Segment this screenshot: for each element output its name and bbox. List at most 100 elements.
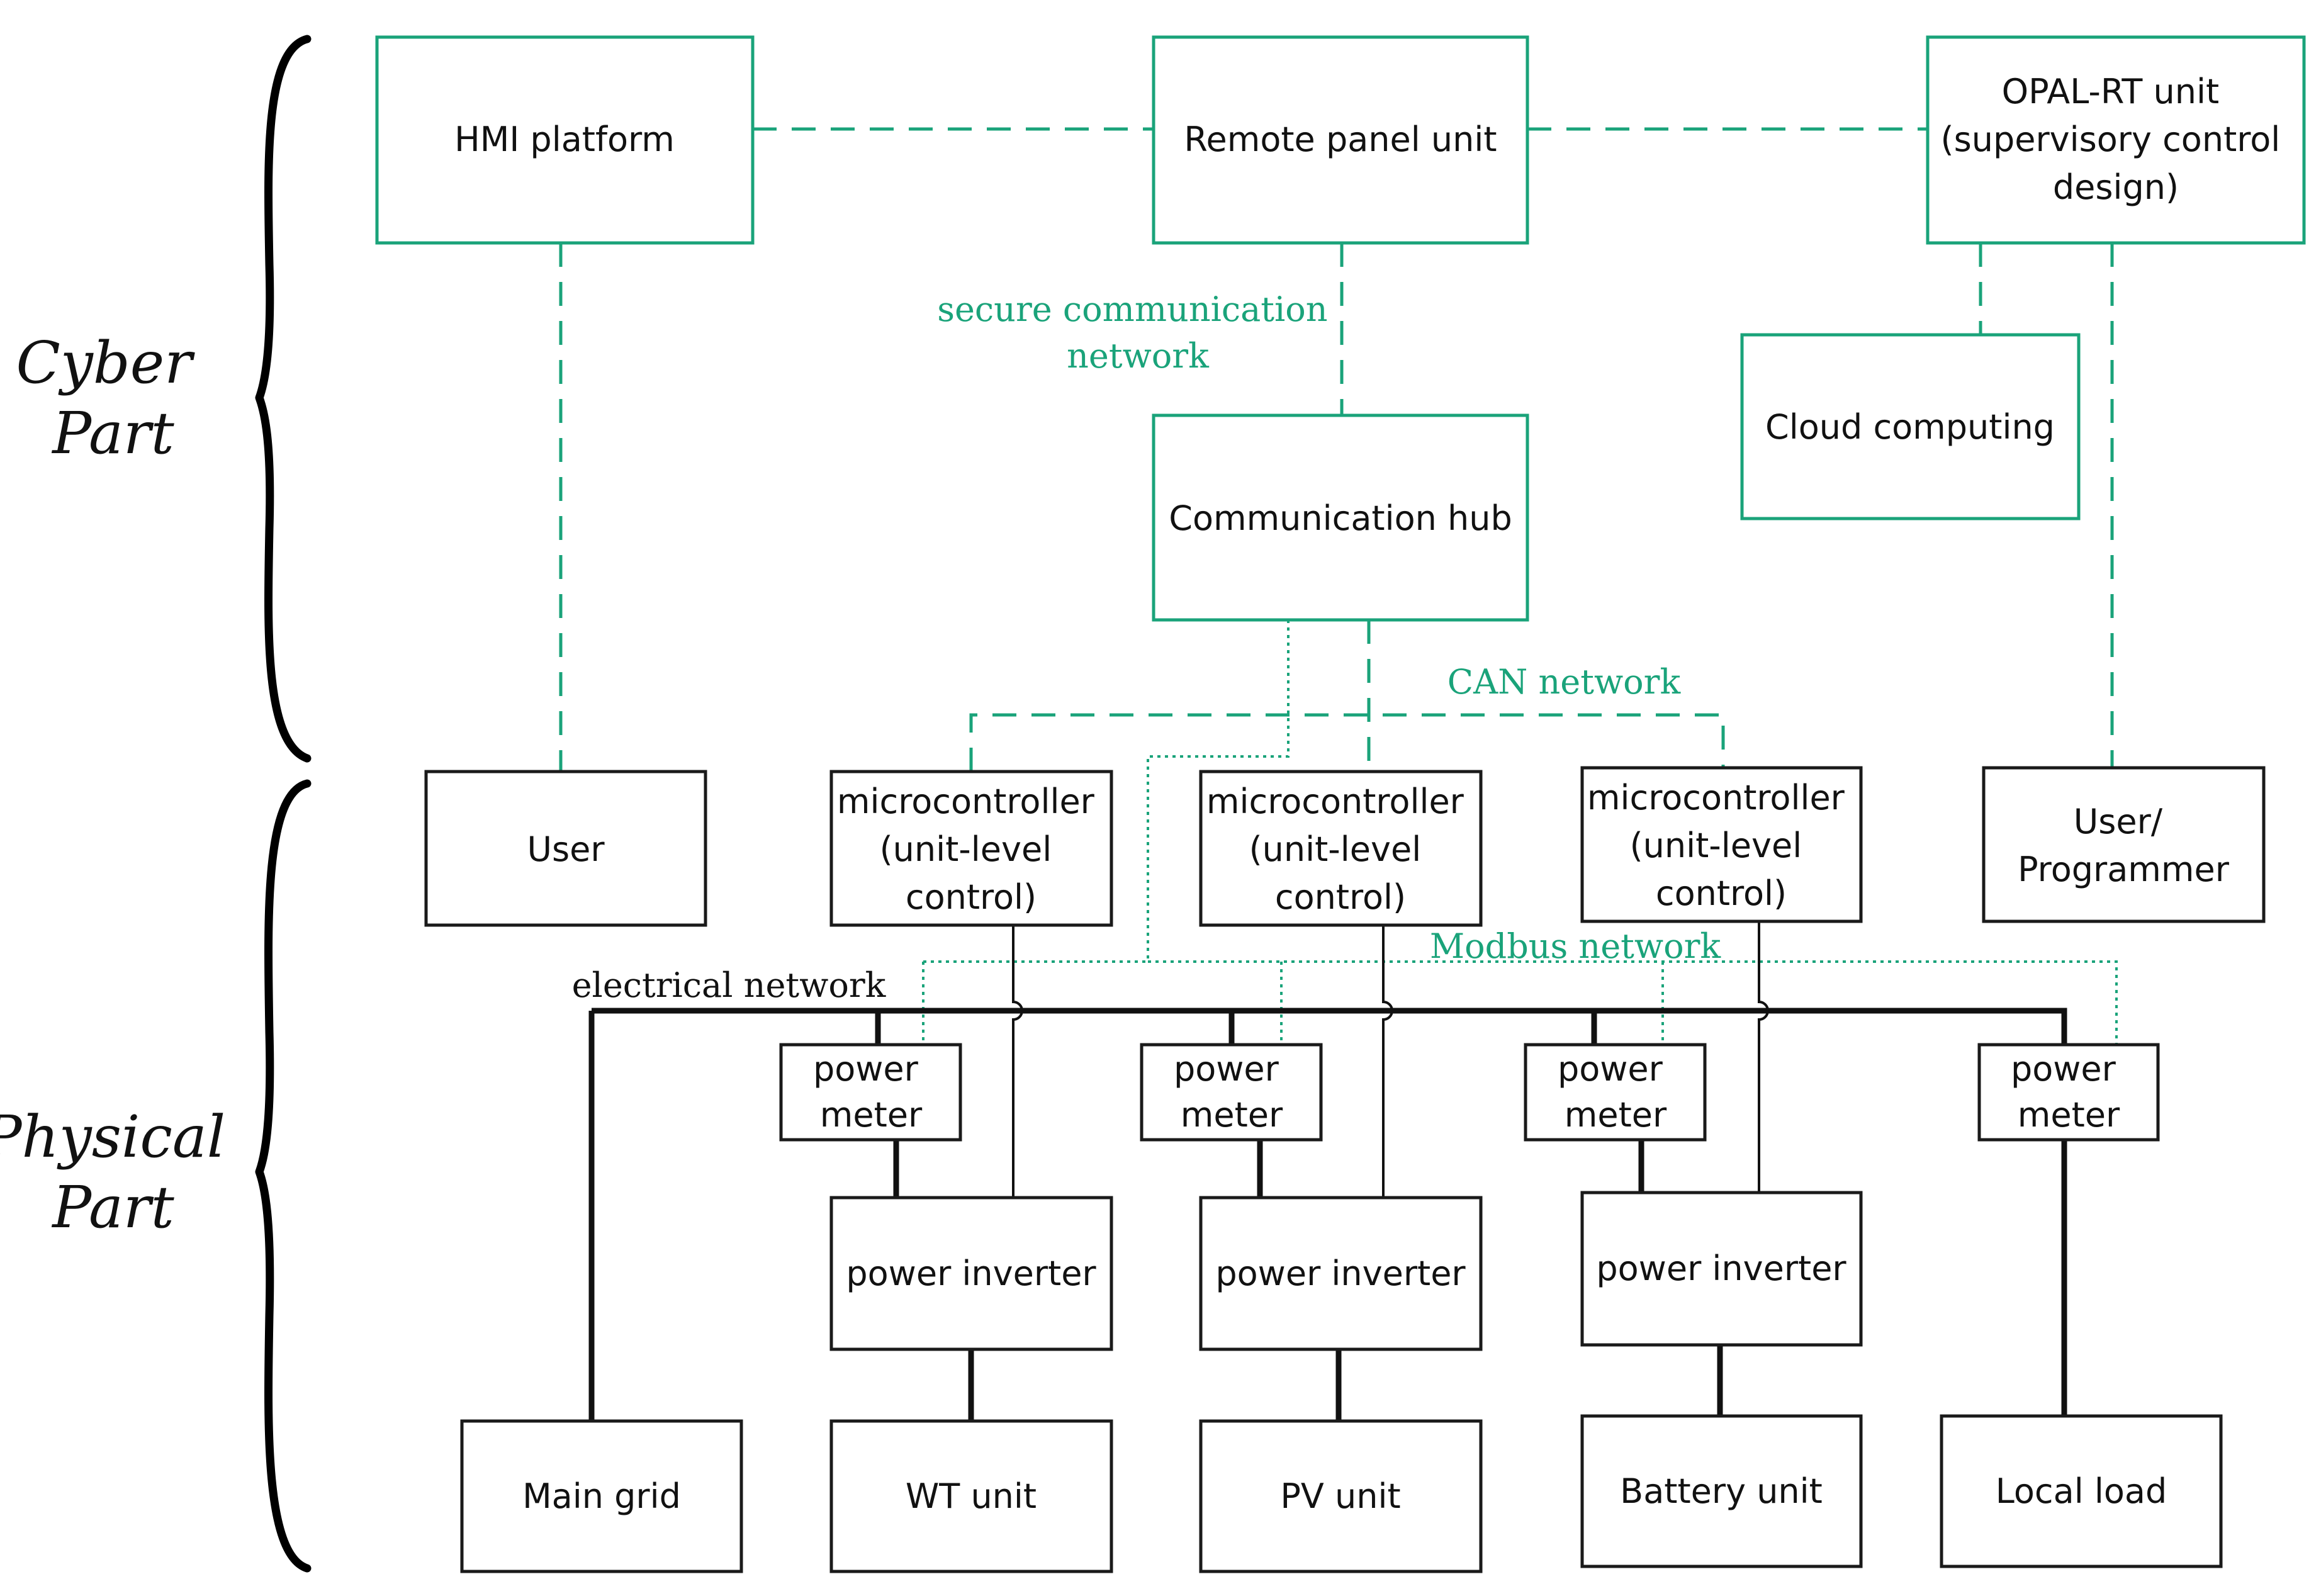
- svg-text:power inverter: power inverter: [846, 1254, 1096, 1293]
- microcontroller-label-line: (unit-level: [1630, 826, 1802, 865]
- svg-text:HMI platform: HMI platform: [454, 120, 675, 159]
- user-box: User: [424, 770, 707, 927]
- cloud-computing-box: Cloud computing: [1740, 333, 2081, 520]
- power-inverter-label: power inverter: [1596, 1249, 1846, 1288]
- wt-unit-box: WT unit: [829, 1419, 1113, 1573]
- opal-rt-label-line: design): [2053, 167, 2179, 207]
- power-meter-label-line: power: [1558, 1049, 1663, 1089]
- svg-text:OPAL-RT unit (supervisor: OPAL-RT unit (supervisory control design…: [1941, 72, 2291, 207]
- local-load-box: Local load: [1940, 1414, 2223, 1568]
- microcontroller-label-line: (unit-level: [1249, 829, 1422, 869]
- svg-text:User: User: [527, 829, 605, 869]
- communication-hub-box: Communication hub: [1152, 413, 1529, 622]
- wt-unit-label: WT unit: [906, 1476, 1037, 1516]
- svg-text:power meter: power meter: [813, 1049, 929, 1135]
- user-programmer-label-line: User/: [2074, 802, 2163, 841]
- power-meter-label-line: meter: [2018, 1095, 2120, 1135]
- pv-unit-box: PV unit: [1199, 1419, 1483, 1573]
- svg-text:Battery unit: Battery unit: [1620, 1471, 1823, 1511]
- svg-text:power inverter: power inverter: [1215, 1254, 1466, 1293]
- communication-hub-label: Communication hub: [1169, 498, 1512, 538]
- main-grid-box: Main grid: [460, 1419, 743, 1573]
- power-meter-label-line: power: [813, 1049, 919, 1089]
- can-network-label: CAN network: [1447, 662, 1682, 702]
- local-load-label: Local load: [1996, 1471, 2167, 1511]
- microcontroller-box: microcontroller (unit-level control): [1199, 770, 1483, 927]
- power-meter-box: power meter: [1140, 1043, 1323, 1142]
- electrical-bus: [592, 1008, 2067, 1045]
- physical-part-label: Physical Part: [0, 1103, 244, 1241]
- microcontroller-label-line: microcontroller: [1206, 782, 1464, 821]
- microcontroller-label-line: microcontroller: [1587, 778, 1845, 818]
- power-inverter-label: power inverter: [1215, 1254, 1466, 1293]
- power-inverter-box: power inverter: [1199, 1196, 1483, 1351]
- svg-text:microcontroller (unit-le: microcontroller (unit-level control): [1587, 778, 1855, 913]
- power-inverter-box: power inverter: [1580, 1191, 1863, 1347]
- main-grid-label: Main grid: [522, 1476, 681, 1516]
- cyber-brace: [255, 35, 312, 763]
- modbus-pm1-drop: [922, 960, 1148, 1045]
- opal-rt-label-line: (supervisory control: [1941, 120, 2281, 159]
- power-meter-box: power meter: [1524, 1043, 1707, 1142]
- svg-text:Communication hub: Communication hub: [1169, 498, 1512, 538]
- svg-text:Cloud computing: Cloud computing: [1765, 407, 2055, 447]
- power-meter-label-line: power: [2011, 1049, 2116, 1089]
- microcontroller-box: microcontroller (unit-level control): [1580, 766, 1863, 923]
- battery-unit-box: Battery unit: [1580, 1414, 1863, 1568]
- electrical-network-label: electrical network: [572, 965, 887, 1005]
- svg-text:power inverter: power inverter: [1596, 1249, 1846, 1288]
- modbus-hub-link: [1147, 620, 1290, 962]
- user-programmer-label-line: Programmer: [2018, 850, 2230, 889]
- power-meter-box: power meter: [779, 1043, 962, 1142]
- svg-text:power meter: power meter: [1558, 1049, 1673, 1135]
- power-meter-label-line: meter: [1181, 1095, 1283, 1135]
- microcontroller-box: microcontroller (unit-level control): [829, 770, 1113, 927]
- mc1-inv1-control: [1012, 925, 1023, 1198]
- cyber-part-label: Cyber Part: [16, 329, 211, 467]
- hmi-platform-label: HMI platform: [454, 120, 675, 159]
- can-bus: [969, 713, 1725, 772]
- svg-text:PV unit: PV unit: [1280, 1476, 1400, 1516]
- secure-network-label-line: network: [1067, 336, 1210, 376]
- microcontroller-label-line: microcontroller: [837, 782, 1095, 821]
- opal-rt-label-line: OPAL-RT unit: [2002, 72, 2220, 111]
- modbus-network-label: Modbus network: [1430, 926, 1722, 966]
- svg-text:Local load: Local load: [1996, 1471, 2167, 1511]
- microcontroller-label-line: (unit-level: [880, 829, 1052, 869]
- svg-text:Remote panel unit: Remote panel unit: [1184, 120, 1497, 159]
- microcontroller-label-line: control): [906, 877, 1037, 917]
- mc3-inv3-control: [1758, 921, 1769, 1193]
- svg-text:User/ Programmer: User/ Programmer: [2018, 802, 2230, 889]
- svg-text:power meter: power meter: [1174, 1049, 1290, 1135]
- hmi-platform-box: HMI platform: [375, 35, 755, 245]
- cyber-label-line: Part: [51, 400, 175, 467]
- mc2-inv2-control: [1382, 925, 1393, 1198]
- user-label: User: [527, 829, 605, 869]
- physical-label-line: Physical: [0, 1103, 225, 1171]
- secure-network-label-line: secure communication: [937, 289, 1327, 329]
- svg-text:power meter: power meter: [2011, 1049, 2127, 1135]
- power-meter-label-line: meter: [1565, 1095, 1667, 1135]
- power-meter-label-line: power: [1174, 1049, 1279, 1089]
- modbus-bus: [1148, 960, 2118, 1045]
- power-inverter-label: power inverter: [846, 1254, 1096, 1293]
- microcontroller-label-line: control): [1656, 874, 1787, 913]
- power-inverter-box: power inverter: [829, 1196, 1113, 1351]
- opal-rt-unit-box: OPAL-RT unit (supervisory control design…: [1926, 35, 2306, 245]
- physical-brace: [255, 779, 312, 1573]
- cloud-computing-label: Cloud computing: [1765, 407, 2055, 447]
- power-meter-label-line: meter: [820, 1095, 923, 1135]
- svg-text:WT unit: WT unit: [906, 1476, 1037, 1516]
- svg-text:microcontroller (unit-le: microcontroller (unit-level control): [1206, 782, 1475, 917]
- pv-unit-label: PV unit: [1280, 1476, 1400, 1516]
- battery-unit-label: Battery unit: [1620, 1471, 1823, 1511]
- svg-text:Main grid: Main grid: [522, 1476, 681, 1516]
- physical-label-line: Part: [51, 1174, 175, 1241]
- secure-network-label: secure communication network: [937, 289, 1339, 376]
- remote-panel-unit-label: Remote panel unit: [1184, 120, 1497, 159]
- user-programmer-box: User/ Programmer: [1982, 766, 2266, 923]
- power-meter-box: power meter: [1977, 1043, 2160, 1142]
- svg-text:microcontroller (unit-le: microcontroller (unit-level control): [837, 782, 1105, 917]
- cyber-label-line: Cyber: [16, 329, 196, 396]
